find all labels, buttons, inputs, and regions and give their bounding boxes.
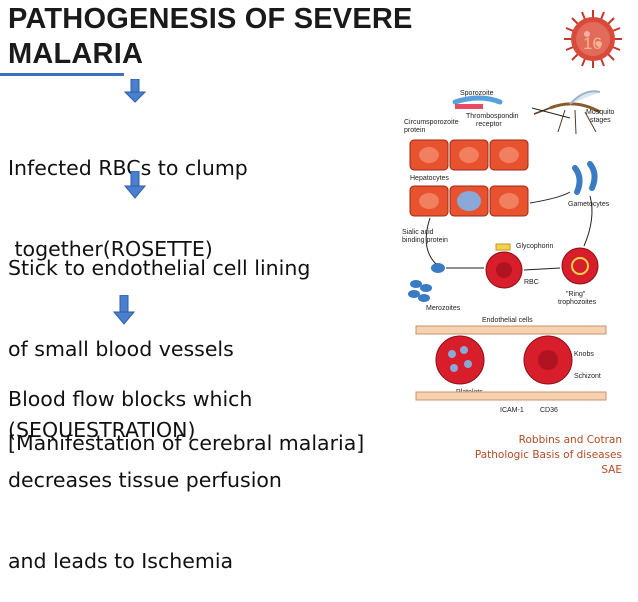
sporozoite-icon <box>452 95 503 105</box>
sequestration-line-3: (SEQUESTRATION) <box>8 418 196 442</box>
merozoites-label: Merozoites <box>426 305 461 312</box>
csp-receptor-icon <box>455 104 483 109</box>
merozoites-icon <box>408 280 432 302</box>
sequestration-line-1: Stick to endothelial cell lining <box>8 256 311 280</box>
endothelial-wall-icon <box>415 391 607 401</box>
cerebral-malaria-text: [Manifestation of cerebral malaria] <box>8 431 365 455</box>
infected-hepatocytes-icon <box>409 185 529 217</box>
slide-number: 16 <box>583 34 602 53</box>
down-arrow-icon <box>113 295 135 325</box>
gametocytes-icon <box>572 161 598 195</box>
csp-label-text: Circumsporozoite <box>404 119 459 126</box>
rosette-line-2: together(ROSETTE) <box>8 237 213 261</box>
slide-title: PATHOGENESIS OF SEVERE MALARIA <box>8 2 528 72</box>
ring-trophozoite-icon <box>561 247 599 285</box>
schizont-icon <box>435 335 573 385</box>
sequestration-line-2: of small blood vessels <box>8 337 234 361</box>
ischemia-line-2: decreases tissue perfusion <box>8 468 282 492</box>
glycophorin-icon <box>495 243 511 251</box>
source-credit: Robbins and Cotran Pathologic Basis of d… <box>475 433 622 478</box>
endothelial-cells-icon <box>415 325 607 335</box>
mosquito-icon <box>533 90 601 135</box>
title-line-2: MALARIA <box>8 38 144 70</box>
down-arrow-icon <box>124 79 146 103</box>
title-underline <box>0 73 124 76</box>
credit-line-3: SAE <box>601 464 622 476</box>
ring-label: "Ring"trophozoites <box>558 291 597 306</box>
virus-logo-icon <box>564 10 622 68</box>
cd36-label: CD36 <box>540 407 558 414</box>
endothelial-label: Endothelial cells <box>482 317 533 324</box>
ischemia-line-1: Blood flow blocks which <box>8 387 253 411</box>
rosette-line-1: Infected RBCs to clump <box>8 156 248 180</box>
rosette-text: Infected RBCs to clump together(ROSETTE) <box>8 101 248 290</box>
cycle-arrows <box>425 107 593 271</box>
ischemia-text: Blood flow blocks which decreases tissue… <box>8 332 282 602</box>
icam-label: ICAM-1 <box>500 407 524 414</box>
credit-line-2: Pathologic Basis of diseases <box>474 449 622 461</box>
ischemia-line-3: and leads to Ischemia <box>8 549 234 573</box>
rbc-label: RBC <box>524 279 539 286</box>
schizont-label: Schizont <box>574 373 601 380</box>
knobs-label: Knobs <box>574 351 594 358</box>
glycophorin-label: Glycophorin <box>516 243 553 250</box>
credit-line-1: Robbins and Cotran <box>518 434 622 446</box>
title-line-1: PATHOGENESIS OF SEVERE <box>8 3 413 35</box>
hepatocytes-label: Hepatocytes <box>410 175 449 182</box>
sporozoite-label: Sporozoite <box>460 90 494 97</box>
hepatocytes-icon <box>409 139 529 171</box>
down-arrow-icon <box>124 171 146 199</box>
gametocytes-label: Gametocytes <box>568 201 610 208</box>
sequestration-text: Stick to endothelial cell lining of smal… <box>8 201 310 471</box>
merozoite-icon <box>431 263 445 273</box>
